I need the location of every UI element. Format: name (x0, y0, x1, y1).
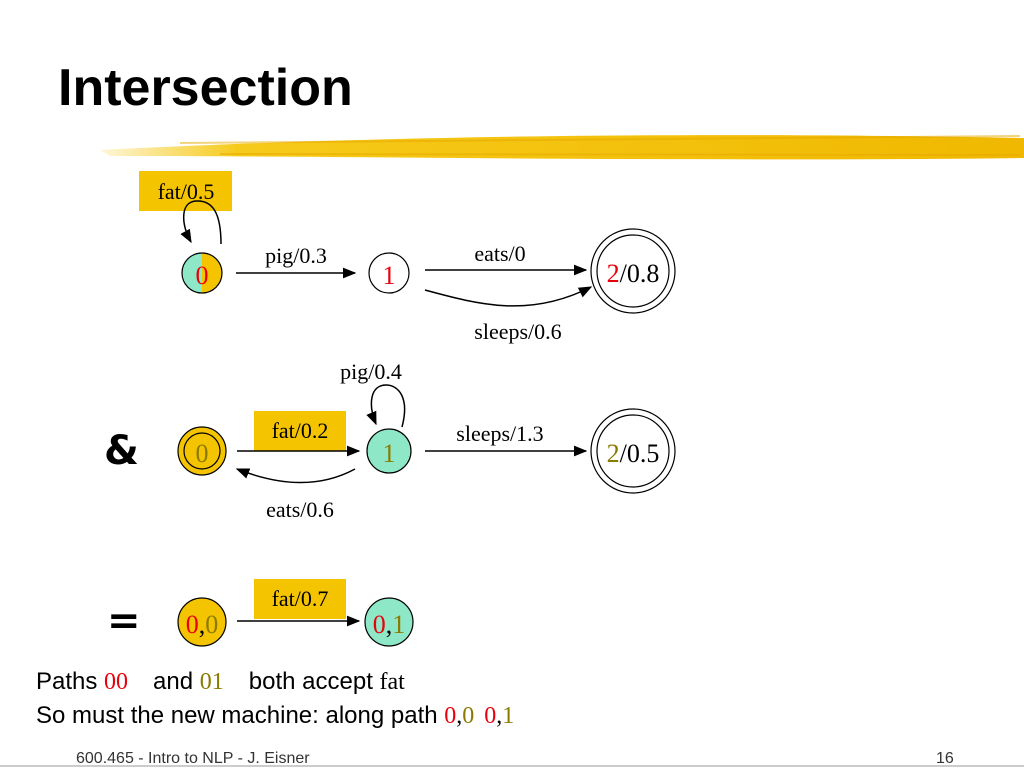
footer-course: 600.465 - Intro to NLP - J. Eisner (76, 750, 310, 767)
arc-label-pig: pig/0.4 (340, 359, 402, 384)
path-1-first: 0 (444, 703, 457, 729)
equals-operator: = (107, 598, 141, 644)
fat-label-bg (139, 171, 232, 211)
arc-1-0 (235, 468, 356, 484)
state-1-label: 1 (383, 439, 396, 468)
state-0-0-label: 0,0 (186, 610, 219, 639)
path-1-second: 0 (462, 703, 475, 729)
arc-label-sleeps: sleeps/0.6 (474, 319, 561, 344)
state-0: 0 (177, 426, 227, 476)
arc-label-fat-0.5: fat/0.5 (158, 179, 215, 204)
machine-1: fat/0.5 0 pig/0.3 1 eats/0 sleeps/0.6 2/… (139, 171, 676, 344)
text-and: and (153, 668, 200, 695)
text-both-accept: both accept (248, 668, 380, 695)
path-2-first: 0 (484, 703, 497, 729)
result-machine: 0,0 fat/0.7 0,1 (177, 579, 414, 647)
path-2-second: 1 (502, 703, 515, 729)
explanation-line-1: Paths 00 and 01 both accept fat (36, 668, 405, 696)
arc-label-pig: pig/0.3 (265, 243, 327, 268)
state-2-label: 2/0.8 (607, 259, 660, 288)
fat-label-bg (254, 411, 346, 451)
state-0-label: 0 (196, 261, 209, 290)
path-01: 01 (199, 669, 224, 695)
self-loop-arc (180, 200, 222, 245)
machine-2: 0 fat/0.2 eats/0.6 pig/0.4 1 sleeps/1.3 … (177, 359, 676, 522)
arc-label-sleeps: sleeps/1.3 (456, 421, 543, 446)
path-1-comma: , (456, 703, 463, 729)
state-0-1: 0,1 (364, 597, 414, 647)
state-2-final: 2/0.5 (590, 408, 676, 494)
fat-label-bg (254, 579, 346, 619)
arc-label-fat: fat/0.7 (272, 586, 329, 611)
state-1: 1 (366, 428, 412, 474)
arc-1-2-sleeps (424, 286, 593, 307)
arc-label-eats: eats/0.6 (266, 497, 334, 522)
self-loop-arc (366, 384, 406, 428)
arc-label-fat: fat/0.2 (272, 418, 329, 443)
state-0-label: 0 (196, 439, 209, 468)
arc-label-eats: eats/0 (474, 241, 525, 266)
text-so-must: So must the new machine: along path (36, 702, 445, 729)
state-2-final: 2/0.8 (590, 228, 676, 314)
intersect-operator: & (104, 428, 139, 474)
state-1-label: 1 (383, 261, 396, 290)
word-fat: fat (379, 669, 405, 695)
path-2-comma: , (496, 703, 503, 729)
state-1: 1 (368, 252, 410, 294)
slide-title: Intersection (58, 59, 353, 117)
state-2-label: 2/0.5 (607, 439, 660, 468)
state-0-0: 0,0 (177, 597, 227, 647)
path-00: 00 (104, 669, 129, 695)
footer-page-number: 16 (936, 750, 954, 767)
title-underline (100, 135, 1024, 160)
state-0-1-label: 0,1 (373, 610, 406, 639)
text-paths: Paths (36, 668, 105, 695)
state-0: 0 (181, 252, 223, 294)
